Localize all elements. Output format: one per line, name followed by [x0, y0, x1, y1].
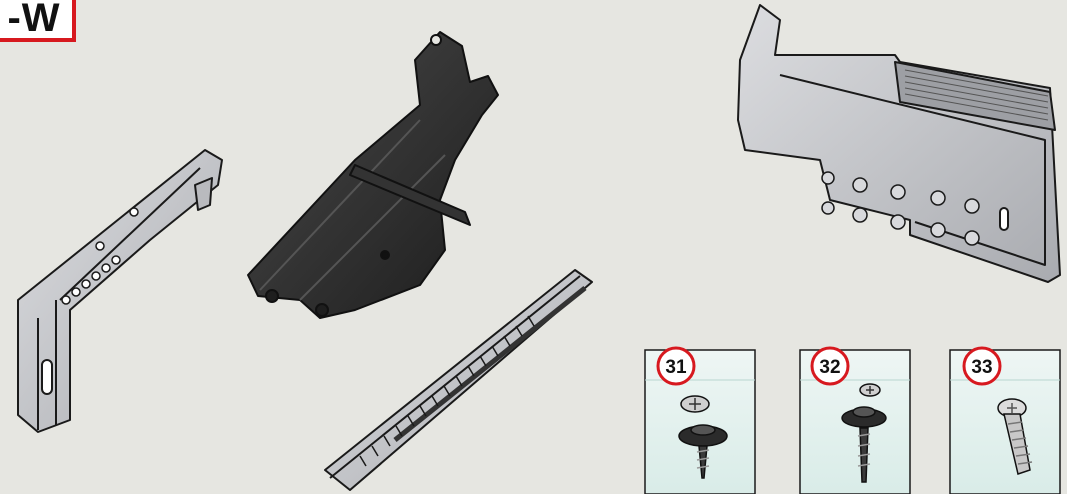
- bag-32-number: 32: [819, 357, 840, 378]
- bag-32: 32: [799, 346, 911, 494]
- grey-housing-plate: [737, 4, 1061, 283]
- model-badge-label: -W: [7, 0, 61, 40]
- bag-33: 33: [949, 346, 1061, 494]
- washer-screw-icon: [841, 383, 887, 483]
- machine-screw-icon: [997, 398, 1033, 475]
- bag-33-number: 33: [971, 357, 992, 378]
- bag-31-number: 31: [665, 357, 687, 378]
- model-badge: -W: [0, 0, 76, 42]
- grey-rail: [324, 269, 593, 491]
- black-bracket: [247, 31, 499, 319]
- washer-head-screw-icon: [678, 395, 728, 479]
- bag-31: 31: [644, 346, 756, 494]
- grey-angle-bracket: [17, 149, 223, 433]
